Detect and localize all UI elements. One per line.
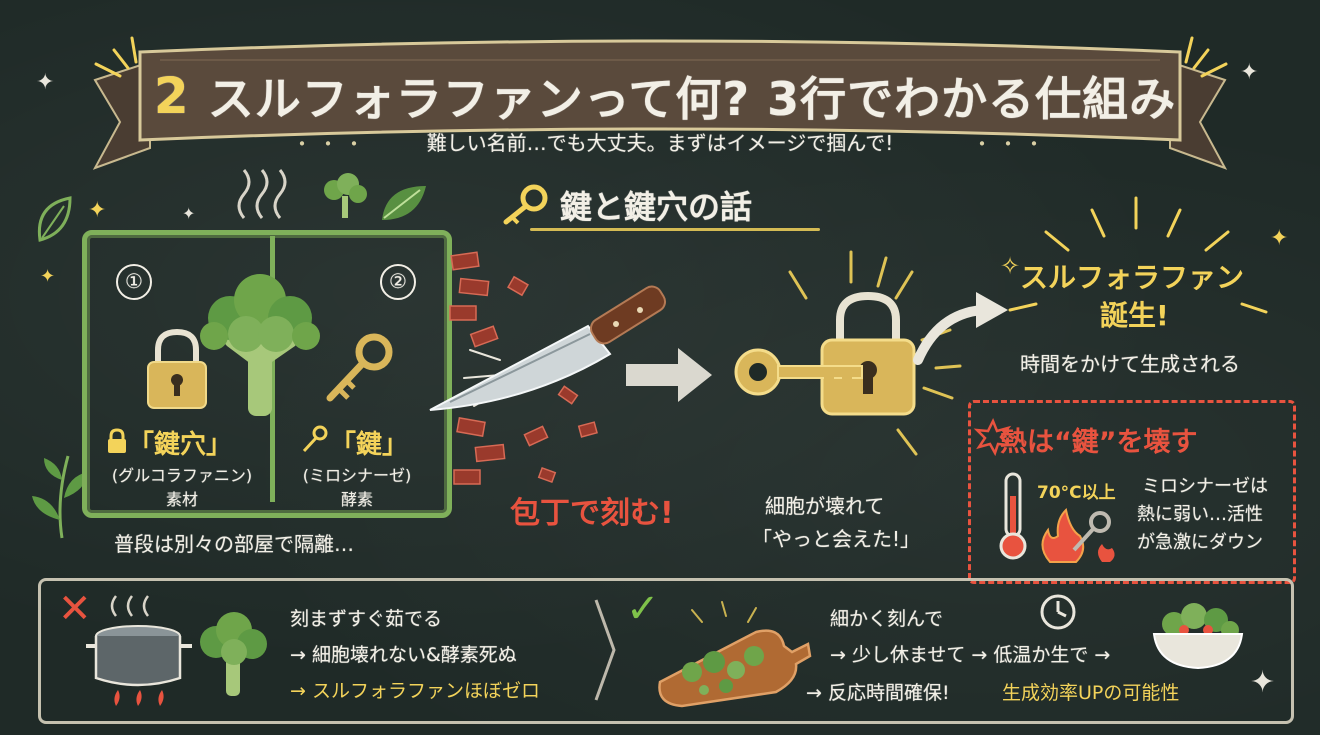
explosion-icon — [973, 417, 1013, 457]
thermometer-icon — [999, 472, 1027, 560]
knife-caption: 包丁で刻む! — [510, 496, 674, 531]
sparkle-icon: ✦ — [1240, 60, 1259, 85]
bad-mark-icon: ✕ — [58, 586, 92, 632]
room1-role: 素材 — [165, 490, 198, 509]
leaf-icon — [382, 186, 426, 220]
sulforaphane-label: スルフォラファン — [1020, 261, 1245, 294]
bad-step2: → 細胞壊れない&酵素死ぬ — [290, 644, 517, 666]
subtitle-dots-left: ・・・ — [292, 132, 370, 156]
bad-result: → スルフォラファンほぼゼロ — [290, 680, 540, 702]
section-title: 鍵と鍵穴の話 — [560, 188, 753, 226]
fire-key-icon — [1041, 507, 1115, 563]
tips-box — [38, 578, 1294, 724]
key-icon — [326, 333, 393, 402]
good-step3: → 反応時間確保! — [806, 682, 950, 704]
broccoli-icon — [200, 612, 267, 696]
heat-warning-box — [968, 400, 1296, 584]
rays-right-icon — [1184, 36, 1228, 78]
boiling-pot-icon — [86, 595, 192, 706]
broccoli-icon — [200, 274, 320, 416]
temperature-label: 70°C以上 — [1037, 483, 1116, 503]
steam-icon — [237, 169, 287, 219]
heat-desc-line1: ミロシナーゼは — [1142, 476, 1268, 497]
celebration-rays-icon — [1008, 196, 1268, 314]
room2-number: ② — [380, 264, 416, 300]
subtitle-dots-right: ・・・ — [972, 132, 1050, 156]
room1-label: 「鍵穴」 — [128, 430, 233, 460]
subtitle: 難しい名前…でも大丈夫。まずはイメージで掴んで! — [426, 131, 894, 155]
glow-burst-icon — [788, 250, 962, 456]
cell-diagram-frame — [82, 230, 452, 518]
sparkle-icon: ✦ — [1250, 665, 1276, 700]
born-subcaption: 時間をかけて生成される — [1020, 352, 1240, 376]
heat-desc-line3: が急激にダウン — [1137, 532, 1263, 553]
sparkle-icon: ✧ — [1000, 252, 1021, 280]
salad-bowl-icon — [1152, 603, 1244, 670]
sparkle-icon: ✦ — [36, 70, 55, 95]
knife-icon — [429, 285, 667, 411]
lock-small-icon — [108, 428, 126, 453]
sparkle-icon: ✦ — [1270, 226, 1289, 251]
padlock-icon — [147, 328, 207, 409]
room2-role: 酵素 — [340, 490, 373, 509]
met-caption: 「やっと会えた!」 — [752, 527, 921, 551]
sparkle-icon: ✦ — [40, 266, 56, 287]
page-title: 2 スルフォラファンって何? 3行でわかる仕組み — [150, 50, 1180, 142]
bad-step1: 刻まずすぐ茹でる — [290, 608, 443, 630]
right-arrow-icon — [626, 348, 712, 402]
good-step1: 細かく刻んで — [830, 608, 944, 630]
clock-icon — [1040, 594, 1076, 630]
separation-caption: 普段は別々の部屋で隔離… — [114, 532, 354, 556]
sparkle-icon: ✦ — [182, 204, 196, 223]
rays-left-icon — [94, 36, 138, 78]
broccoli-small-icon — [324, 173, 367, 218]
room2-substance: (ミロシナーゼ) — [302, 466, 412, 485]
section-underline — [530, 228, 820, 231]
born-label: 誕生! — [1100, 299, 1169, 332]
room1-substance: (グルコラファニン) — [111, 466, 253, 485]
leaf-icon — [37, 196, 72, 242]
unlocked-padlock-icon — [820, 291, 916, 416]
sparkle-icon: ✦ — [88, 198, 107, 223]
cell-divider-wall — [270, 236, 275, 502]
key-icon — [734, 348, 863, 396]
cell-broken-caption: 細胞が壊れて — [765, 494, 885, 518]
title-ribbon — [92, 39, 1228, 170]
key-icon — [503, 184, 548, 225]
title-text: スルフォラファンって何? 3行でわかる仕組み — [207, 72, 1177, 126]
heat-title: 熱は“鍵”を壊す — [1000, 427, 1198, 458]
cutting-board-icon — [658, 601, 812, 708]
chevron-divider-icon — [594, 599, 616, 701]
title-number: 2 — [153, 67, 190, 125]
key-small-icon — [302, 425, 328, 453]
room1-number: ① — [116, 264, 152, 300]
good-step2: → 少し休ませて → 低温か生で → — [830, 644, 1111, 666]
good-mark-icon: ✓ — [626, 586, 660, 632]
curved-arrow-icon — [913, 292, 1008, 365]
good-result: 生成効率UPの可能性 — [1002, 682, 1180, 704]
room2-label: 「鍵」 — [330, 430, 409, 460]
heat-desc-line2: 熱に弱い…活性 — [1137, 504, 1263, 525]
